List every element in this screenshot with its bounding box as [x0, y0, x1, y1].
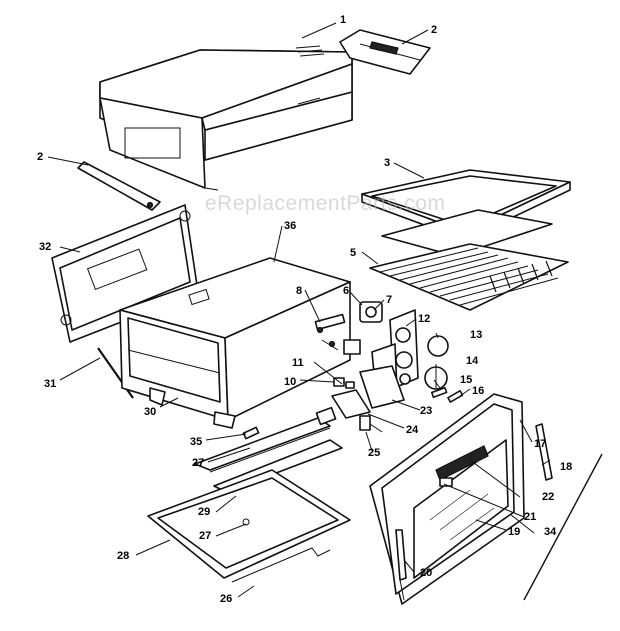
part-indicator	[430, 386, 448, 399]
part-baking-plate	[381, 209, 553, 257]
part-thermostat	[242, 426, 260, 440]
callout-3: 3	[384, 157, 390, 169]
callout-36: 36	[284, 220, 296, 232]
callout-labels: 1 2 2 3 32 36 5 8 6 7 12 13 14 15 16 11 …	[37, 14, 572, 605]
part-terminal-block	[359, 415, 383, 433]
callout-35: 35	[190, 436, 202, 448]
leader-lines	[47, 22, 551, 598]
callout-2-top: 2	[431, 24, 437, 36]
callout-31: 31	[44, 378, 56, 390]
part-connector	[345, 381, 355, 389]
callout-10: 10	[284, 376, 296, 388]
callout-16: 16	[472, 385, 484, 397]
callout-15: 15	[460, 374, 472, 386]
callout-6: 6	[343, 285, 349, 297]
part-outer-cover	[99, 45, 353, 191]
callout-28: 28	[117, 550, 129, 562]
callout-32: 32	[39, 241, 51, 253]
callout-7: 7	[386, 294, 392, 306]
part-control-panel	[371, 309, 419, 395]
callout-14: 14	[466, 355, 479, 367]
cover-vent-slots	[295, 45, 325, 57]
callout-29: 29	[198, 506, 210, 518]
callout-5: 5	[350, 247, 356, 259]
part-handle-top	[339, 29, 431, 75]
callout-13: 13	[470, 329, 482, 341]
part-knob-upper	[427, 335, 449, 357]
part-bottom-plate	[231, 547, 331, 583]
part-indicator-lens	[447, 389, 464, 403]
callout-24: 24	[406, 424, 419, 436]
callout-11: 11	[292, 357, 304, 369]
part-crumb-tray	[361, 169, 571, 241]
callout-22: 22	[542, 491, 554, 503]
callout-20: 20	[420, 567, 432, 579]
callout-26: 26	[220, 593, 232, 605]
part-door	[369, 393, 525, 605]
part-door-hinge	[395, 529, 407, 581]
callout-25: 25	[368, 447, 380, 459]
callout-27-lower: 27	[199, 530, 211, 542]
part-heater-terminals	[314, 313, 346, 351]
callout-19: 19	[508, 526, 520, 538]
callout-30: 30	[144, 406, 156, 418]
callout-1: 1	[340, 14, 346, 26]
callout-18: 18	[560, 461, 572, 473]
callout-23: 23	[420, 405, 432, 417]
callout-21: 21	[524, 511, 536, 523]
part-switch-bracket	[359, 365, 405, 409]
callout-2-left: 2	[37, 151, 43, 163]
callout-12: 12	[418, 313, 430, 325]
callout-34: 34	[544, 526, 557, 538]
callout-17: 17	[534, 438, 546, 450]
watermark-text: eReplacementParts.com	[205, 192, 445, 215]
part-door-edge	[523, 453, 603, 601]
callout-27-upper: 27	[192, 457, 204, 469]
part-handle-bracket-left	[77, 161, 161, 211]
part-crumb-tray-bottom	[147, 469, 351, 579]
part-oven-body	[119, 257, 351, 429]
callout-8: 8	[296, 285, 302, 297]
part-door-rail	[535, 423, 553, 481]
part-wire-rack	[369, 243, 569, 311]
part-switch-plate	[331, 389, 371, 419]
